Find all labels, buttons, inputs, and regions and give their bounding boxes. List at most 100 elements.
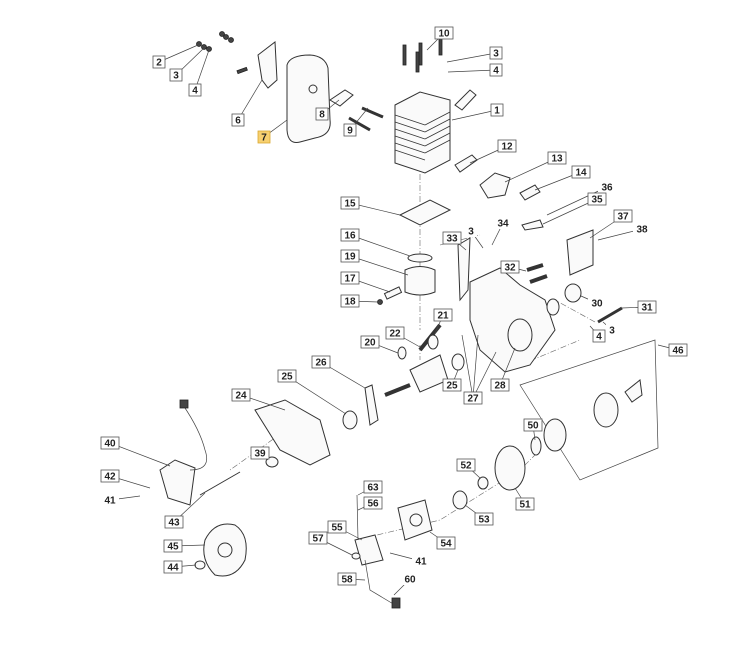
callout-7[interactable]: 7 [257,119,288,144]
callout-label: 19 [344,252,356,263]
callout-box [587,192,607,206]
callout-36[interactable]: 36 [546,181,616,216]
callout-2[interactable]: 2 [152,44,199,69]
callout-34[interactable]: 34 [491,217,512,246]
callout-box [490,103,504,117]
callout-box [463,391,483,405]
callout-label: 63 [367,483,379,494]
callout-54[interactable]: 54 [429,531,456,550]
callout-55[interactable]: 55 [327,520,363,541]
crankshaft [409,354,449,393]
callout-53[interactable]: 53 [464,504,494,526]
callout-58[interactable]: 58 [337,572,366,586]
callout-9[interactable]: 9 [343,107,369,137]
callout-21[interactable]: 21 [433,308,453,337]
callout-45[interactable]: 45 [163,539,206,553]
callout-10[interactable]: 10 [426,26,454,51]
callout-50[interactable]: 50 [523,418,543,441]
callout-30[interactable]: 30 [580,295,606,310]
callout-label: 50 [527,421,539,432]
callout-box [489,46,503,60]
callout-38[interactable]: 38 [597,223,651,241]
callout-box [497,139,517,153]
callout-31[interactable]: 31 [621,300,657,314]
callout-label: 38 [636,225,648,236]
callout-27[interactable]: 27 [461,334,497,405]
callout-19[interactable]: 19 [340,249,409,276]
callout-3[interactable]: 3 [465,225,484,249]
callout-46[interactable]: 46 [657,343,688,357]
callout-3[interactable]: 3 [169,47,205,82]
callout-63[interactable]: 63 [357,480,383,496]
callout-26[interactable]: 26 [311,355,366,389]
callout-32[interactable]: 32 [500,260,527,274]
callout-box [436,536,456,550]
callout-box [164,515,184,529]
callout-4[interactable]: 4 [589,325,606,343]
callout-3[interactable]: 3 [602,321,618,337]
callout-label: 22 [389,329,401,340]
leader-line [349,255,409,276]
callout-box [523,418,543,432]
callout-60[interactable]: 60 [393,573,419,596]
callout-22[interactable]: 22 [385,326,421,348]
callout-57[interactable]: 57 [308,531,353,556]
callout-box [327,520,347,534]
callout-6[interactable]: 6 [231,79,263,127]
callout-label: 10 [438,29,450,40]
callout-8[interactable]: 8 [315,99,340,121]
callout-18[interactable]: 18 [340,294,379,308]
callout-20[interactable]: 20 [360,335,399,354]
leader-line [237,79,263,121]
callout-4[interactable]: 4 [447,63,503,77]
callout-box [442,378,462,392]
callout-51[interactable]: 51 [514,487,535,511]
callout-1[interactable]: 1 [451,103,504,121]
callout-box [637,300,657,314]
callout-4[interactable]: 4 [188,49,210,97]
callout-28[interactable]: 28 [490,347,516,392]
callout-box [489,63,503,77]
callout-box [250,446,270,460]
leader-line [472,351,497,399]
callout-33[interactable]: 33 [442,231,467,251]
callout-35[interactable]: 35 [542,192,607,225]
callout-3[interactable]: 3 [446,46,503,63]
callout-box [163,560,183,574]
callout-44[interactable]: 44 [163,560,197,574]
callout-25[interactable]: 25 [277,369,347,415]
callout-42[interactable]: 42 [100,469,151,489]
callout-24[interactable]: 24 [231,388,286,411]
callout-label: 2 [156,58,162,69]
callout-box [152,55,166,69]
callout-label: 28 [494,381,506,392]
callout-39[interactable]: 39 [250,446,270,461]
callout-label: 27 [467,394,479,405]
callout-label: 3 [468,227,474,238]
callout-17[interactable]: 17 [340,271,391,293]
callout-label: 15 [344,199,356,210]
callout-43[interactable]: 43 [164,492,206,529]
callout-label: 41 [104,496,116,507]
callout-12[interactable]: 12 [469,139,517,164]
callout-box [363,496,383,510]
callout-label: 33 [446,234,458,245]
callout-label: 18 [344,297,356,308]
callout-56[interactable]: 56 [357,496,383,511]
callout-41[interactable]: 41 [101,494,141,507]
callout-box [433,308,453,322]
callout-box [442,231,462,245]
callout-label: 36 [601,183,613,194]
callout-box [340,271,360,285]
callout-14[interactable]: 14 [534,165,591,191]
callout-41[interactable]: 41 [389,552,430,568]
callout-37[interactable]: 37 [589,209,633,239]
callout-25[interactable]: 25 [442,369,462,392]
callout-13[interactable]: 13 [504,151,567,183]
leader-line [286,375,347,415]
callout-52[interactable]: 52 [456,458,481,479]
callout-label: 35 [591,195,603,206]
callout-16[interactable]: 16 [340,228,411,257]
callout-15[interactable]: 15 [340,196,401,216]
callout-40[interactable]: 40 [100,436,171,467]
